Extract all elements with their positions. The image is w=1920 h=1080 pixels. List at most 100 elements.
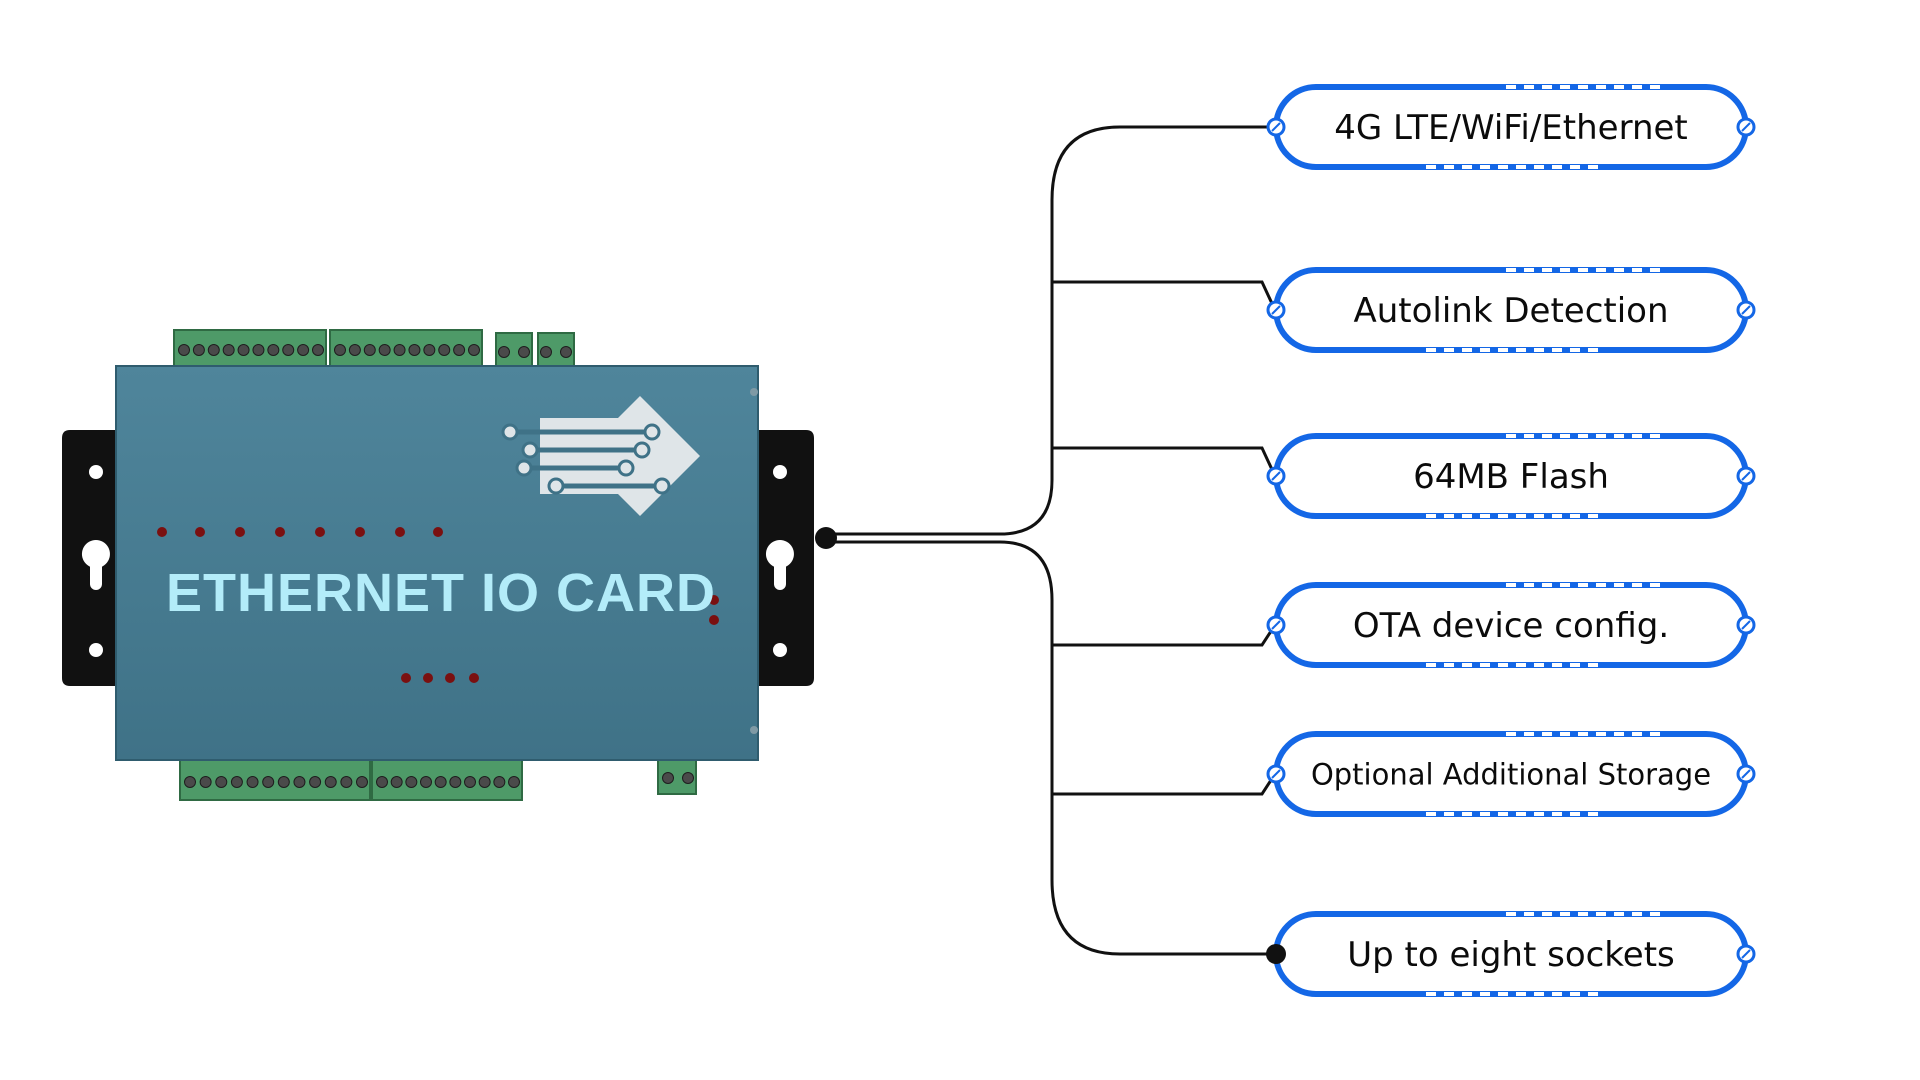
feature-pill: 4G LTE/WiFi/Ethernet: [1266, 84, 1756, 170]
node-slash: [1271, 305, 1281, 315]
terminal-screw: [215, 776, 228, 788]
terminal-screw: [453, 344, 466, 356]
terminal-screw: [560, 346, 572, 358]
node-slash: [1741, 949, 1751, 959]
led-indicator: [157, 527, 167, 537]
terminal-screw: [493, 776, 506, 788]
device-title: ETHERNET IO CARD: [166, 563, 716, 623]
bottom-terminal-blocks: [179, 757, 697, 801]
terminal-screw: [178, 344, 190, 356]
feature-pill: OTA device config.: [1266, 582, 1756, 668]
feature-label: Up to eight sockets: [1347, 935, 1675, 975]
terminal-screw: [449, 776, 462, 788]
terminal-screw: [434, 776, 447, 788]
terminal-screw: [438, 344, 451, 356]
terminal-screw: [246, 776, 259, 788]
feature-label: Optional Additional Storage: [1311, 757, 1711, 791]
terminal-screw: [297, 344, 310, 356]
node-slash: [1271, 122, 1281, 132]
terminal-screw: [540, 346, 552, 358]
terminal-screw: [508, 776, 520, 788]
node-slash: [1741, 769, 1751, 779]
terminal-screw: [277, 776, 290, 788]
terminal-screw: [468, 344, 480, 356]
terminal-screw: [420, 776, 432, 788]
led-indicator: [709, 615, 719, 625]
node-slash: [1741, 122, 1751, 132]
node-slash: [1741, 620, 1751, 630]
ethernet-io-card-device: ETHERNET IO CARD: [62, 329, 837, 801]
status-leds: [157, 527, 719, 683]
terminal-screw: [262, 776, 275, 788]
circuit-arrow-logo: [501, 396, 700, 516]
terminal-screw: [363, 344, 376, 356]
terminal-screw: [309, 776, 322, 788]
node-slash: [1741, 305, 1751, 315]
connector-branch: [1052, 280, 1277, 311]
connector-main-top: [826, 125, 1275, 536]
terminal-screw: [267, 344, 280, 356]
led-indicator: [433, 527, 443, 537]
terminal-screw: [184, 776, 196, 788]
terminal-screw: [423, 344, 436, 356]
terminal-screw: [376, 776, 388, 788]
left-mounting-bracket: [62, 430, 120, 686]
terminal-screw: [390, 776, 403, 788]
feature-pill: 64MB Flash: [1266, 433, 1756, 519]
terminal-screw: [393, 344, 406, 356]
terminal-screw: [662, 772, 674, 784]
terminal-screw: [230, 776, 243, 788]
terminal-screw: [408, 344, 421, 356]
terminal-screw: [356, 776, 368, 788]
led-indicator: [315, 527, 325, 537]
terminal-screw: [312, 344, 324, 356]
terminal-screw: [348, 344, 361, 356]
feature-label: Autolink Detection: [1353, 291, 1668, 331]
feature-pill: Up to eight sockets: [1266, 911, 1756, 997]
led-indicator: [401, 673, 411, 683]
connector-branch: [1052, 773, 1277, 796]
led-indicator: [355, 527, 365, 537]
connector-lines: [826, 125, 1277, 956]
led-indicator: [235, 527, 245, 537]
led-indicator: [395, 527, 405, 537]
node-slash: [1741, 471, 1751, 481]
connector-branch: [1052, 624, 1277, 647]
terminal-screw: [340, 776, 353, 788]
terminal-screw: [222, 344, 235, 356]
terminal-screw: [464, 776, 476, 788]
feature-label: 64MB Flash: [1413, 457, 1609, 497]
terminal-screw: [252, 344, 265, 356]
terminal-screw: [498, 346, 510, 358]
terminal-screw: [478, 776, 491, 788]
terminal-screw: [192, 344, 205, 356]
connector-branch: [1052, 446, 1277, 477]
led-indicator: [469, 673, 479, 683]
cable-port: [815, 527, 837, 549]
feature-pill: Optional Additional Storage: [1266, 731, 1756, 817]
terminal-screw: [199, 776, 212, 788]
right-mounting-bracket: [750, 430, 814, 686]
node-slash: [1271, 620, 1281, 630]
connector-main-bottom: [826, 540, 1275, 956]
led-indicator: [195, 527, 205, 537]
led-indicator: [275, 527, 285, 537]
terminal-screw: [682, 772, 694, 784]
led-indicator: [423, 673, 433, 683]
terminal-screw: [207, 344, 220, 356]
led-indicator: [445, 673, 455, 683]
terminal-screw: [405, 776, 418, 788]
feature-pill: Autolink Detection: [1266, 267, 1756, 353]
terminal-screw: [378, 344, 391, 356]
terminal-screw: [334, 344, 346, 356]
terminal-screw: [324, 776, 337, 788]
feature-label: OTA device config.: [1353, 606, 1669, 646]
terminal-screw: [518, 346, 530, 358]
feature-label: 4G LTE/WiFi/Ethernet: [1334, 108, 1688, 148]
pill-left-node-filled: [1266, 944, 1286, 964]
led-indicator: [709, 595, 719, 605]
terminal-screw: [293, 776, 306, 788]
terminal-screw: [237, 344, 250, 356]
